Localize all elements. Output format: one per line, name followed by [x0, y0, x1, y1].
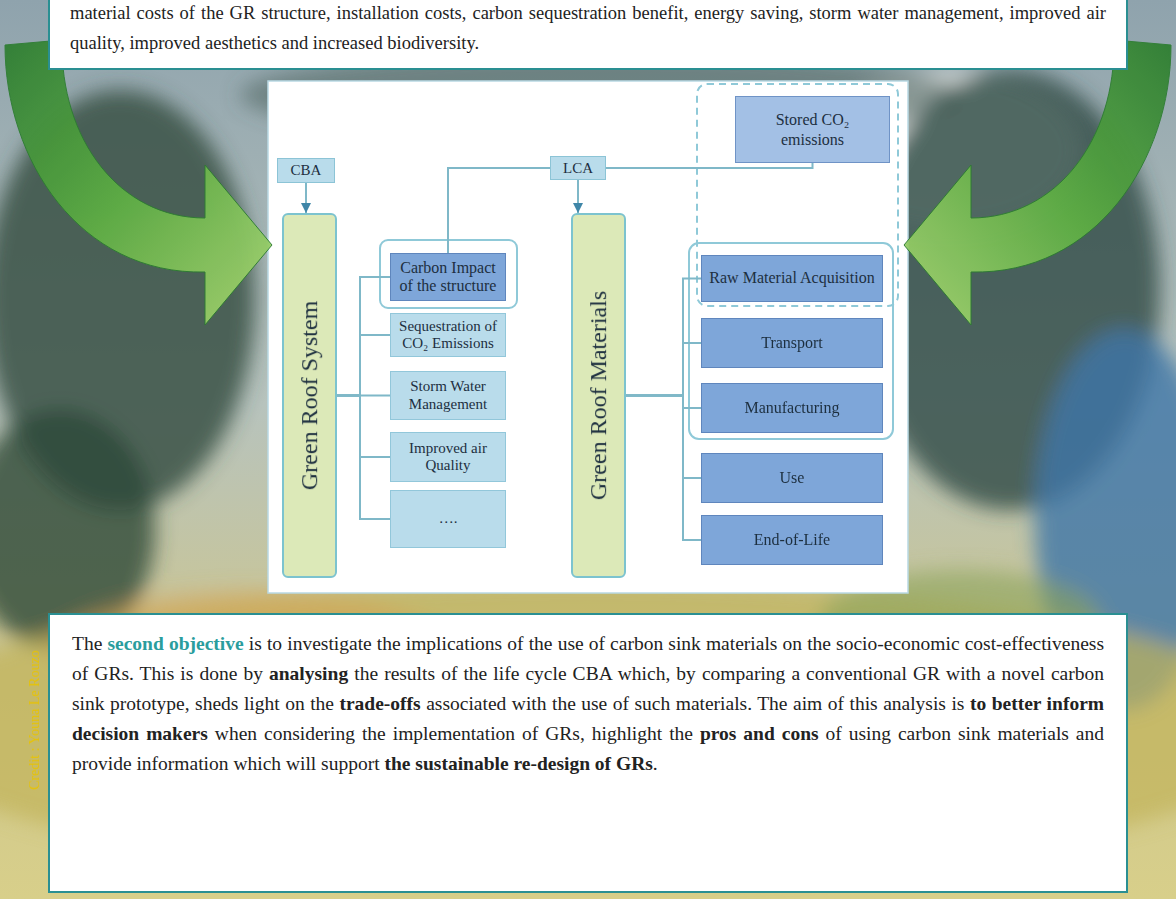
text-panel: material costs of the GR structure, inst… — [48, 0, 1128, 70]
box-label: Improved air Quality — [395, 440, 501, 475]
text-run: analysing — [269, 663, 348, 684]
stage-box: Use — [701, 453, 883, 503]
curved-arrow — [5, 40, 272, 325]
text-run: pros and cons — [700, 723, 819, 744]
process-box: Storm Water Management — [390, 371, 506, 420]
process-box: Carbon Impact of the structure — [390, 253, 506, 301]
text-run: trade-offs — [339, 693, 420, 714]
text-run: The — [72, 633, 102, 654]
text-run: associated with the use of such material… — [426, 693, 964, 714]
box-label: CBA — [291, 162, 322, 179]
connector — [626, 396, 701, 409]
vertical-heading-bar: Green Roof Materials — [571, 213, 626, 578]
box-label: Storm Water Management — [395, 378, 501, 413]
method-tag: CBA — [277, 158, 335, 183]
box-label: Manufacturing — [744, 399, 839, 417]
connector — [626, 343, 701, 396]
dashed-group-outline — [697, 84, 898, 306]
stage-box: End-of-Life — [701, 515, 883, 565]
connector — [577, 180, 579, 213]
stage-box: Raw Material Acquisition — [701, 255, 883, 302]
box-label: Stored CO₂ emissions — [744, 110, 881, 148]
connector — [337, 335, 390, 396]
stored-box: Stored CO₂ emissions — [735, 96, 890, 163]
box-label: LCA — [563, 160, 593, 177]
connector — [305, 183, 307, 213]
credit-label: Credit : Youna Le Rouzo — [27, 650, 43, 790]
paragraph: material costs of the GR structure, inst… — [70, 0, 1106, 58]
vertical-heading: Green Roof System — [296, 301, 323, 490]
box-label: Sequestration of CO₂ Emissions — [395, 318, 501, 353]
connector — [337, 396, 390, 458]
process-box: Improved air Quality — [390, 432, 506, 482]
connector — [337, 277, 390, 396]
box-label: End-of-Life — [754, 531, 830, 549]
box-label: Raw Material Acquisition — [709, 269, 874, 287]
vertical-heading-bar: Green Roof System — [282, 213, 337, 578]
diagram-panel — [268, 81, 908, 593]
text-run: when considering the implementation of G… — [215, 723, 693, 744]
stage-box: Manufacturing — [701, 383, 883, 433]
connector — [626, 279, 701, 396]
box-label: Transport — [761, 334, 823, 352]
text-run: . — [653, 753, 658, 774]
connector — [626, 396, 701, 541]
connector — [448, 168, 550, 253]
method-tag: LCA — [550, 156, 606, 180]
connector — [626, 396, 701, 479]
paragraph: The second objective is to investigate t… — [72, 629, 1104, 779]
box-label: Carbon Impact of the structure — [397, 259, 499, 296]
curved-arrow — [904, 40, 1171, 325]
box-label: Use — [780, 469, 805, 487]
process-box: …. — [390, 490, 506, 548]
connector — [337, 396, 390, 520]
box-label: …. — [439, 510, 458, 527]
process-box: Sequestration of CO₂ Emissions — [390, 313, 506, 357]
vertical-heading: Green Roof Materials — [585, 291, 612, 500]
text-run: material costs of the GR structure, inst… — [70, 3, 1106, 53]
text-panel: The second objective is to investigate t… — [48, 613, 1128, 893]
text-run: second objective — [107, 633, 243, 654]
text-run: the sustainable re-design of GRs — [385, 753, 653, 774]
group-outline — [689, 243, 893, 439]
connector — [606, 163, 813, 168]
stage-box: Transport — [701, 318, 883, 368]
